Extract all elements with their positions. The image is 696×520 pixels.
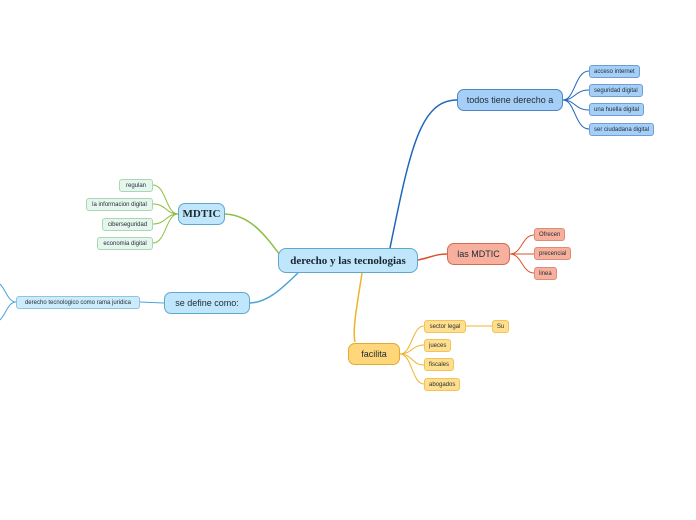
links-todos-children — [562, 70, 590, 130]
subtopic-label: jueces — [429, 342, 447, 349]
topic-todos-tiene-derecho[interactable]: todos tiene derecho a — [457, 89, 563, 111]
subtopic-su[interactable]: Su — [492, 320, 509, 333]
subtopic-label: la informacion digital — [92, 201, 147, 208]
subtopic-label: abogados — [429, 381, 456, 388]
subtopic-derecho-tecnologico[interactable]: derecho tecnologico como rama juridica — [16, 296, 140, 309]
subtopic-ciberseguridad[interactable]: ciberseguridad — [102, 218, 153, 231]
subtopic-ofrecen[interactable]: Ofrecen — [534, 228, 566, 241]
subtopic-label: una huella digital — [594, 106, 640, 113]
subtopic-label: Su — [496, 323, 505, 330]
subtopic-huella-digital[interactable]: una huella digital — [589, 103, 645, 116]
subtopic-label: seguridad digital — [594, 87, 638, 94]
link-central-sedefine — [249, 272, 299, 304]
link-central-facilita — [353, 272, 363, 343]
links-lasmdtic-children — [509, 234, 535, 274]
link-central-todos — [389, 99, 458, 249]
subtopic-fiscales[interactable]: fiscales — [424, 358, 455, 371]
topic-mdtic[interactable]: MDTIC — [178, 203, 225, 225]
topic-label: se define como: — [175, 298, 239, 308]
subtopic-label: regulan — [125, 182, 146, 189]
link-central-lasmdtic — [417, 253, 448, 261]
topic-se-define-como[interactable]: se define como: — [164, 292, 250, 314]
subtopic-regulan[interactable]: regulan — [119, 179, 153, 192]
subtopic-informacion-digital[interactable]: la informacion digital — [86, 198, 153, 211]
topic-label: facilita — [361, 349, 387, 359]
subtopic-label: Ofrecen — [539, 231, 561, 238]
central-topic-label: derecho y las tecnologias — [290, 254, 406, 267]
links-facilita-children — [399, 325, 492, 385]
subtopic-economia-digital[interactable]: economia digital — [97, 237, 153, 250]
subtopic-abogados[interactable]: abogados — [424, 378, 461, 391]
topic-facilita[interactable]: facilita — [348, 343, 400, 365]
topic-label: todos tiene derecho a — [466, 95, 554, 105]
subtopic-label: derecho tecnologico como rama juridica — [24, 299, 132, 306]
subtopic-label: precencial — [539, 250, 567, 257]
subtopic-jueces[interactable]: jueces — [424, 339, 452, 352]
topic-label: las MDTIC — [457, 249, 500, 259]
topic-label: MDTIC — [182, 208, 221, 220]
subtopic-seguridad-digital[interactable]: seguridad digital — [589, 84, 643, 97]
central-topic[interactable]: derecho y las tecnologias — [278, 248, 418, 273]
subtopic-label: sector legal — [429, 323, 461, 330]
subtopic-sector-legal[interactable]: sector legal — [424, 320, 466, 333]
subtopic-label: economia digital — [103, 240, 147, 247]
subtopic-acceso-internet[interactable]: acceso internet — [589, 65, 640, 78]
subtopic-label: ciberseguridad — [107, 221, 148, 228]
subtopic-label: ser ciudadana digital — [594, 126, 650, 133]
links-sedefine-children — [0, 283, 165, 321]
links-mdtic-children — [152, 184, 179, 244]
subtopic-ciudadana-digital[interactable]: ser ciudadana digital — [589, 123, 655, 136]
link-central-mdtic — [224, 213, 281, 256]
subtopic-label: fiscales — [429, 361, 450, 368]
subtopic-label: linea — [539, 270, 552, 277]
topic-las-mdtic[interactable]: las MDTIC — [447, 243, 510, 265]
subtopic-precencial[interactable]: precencial — [534, 247, 572, 260]
subtopic-linea[interactable]: linea — [534, 267, 557, 280]
subtopic-label: acceso internet — [594, 68, 635, 75]
